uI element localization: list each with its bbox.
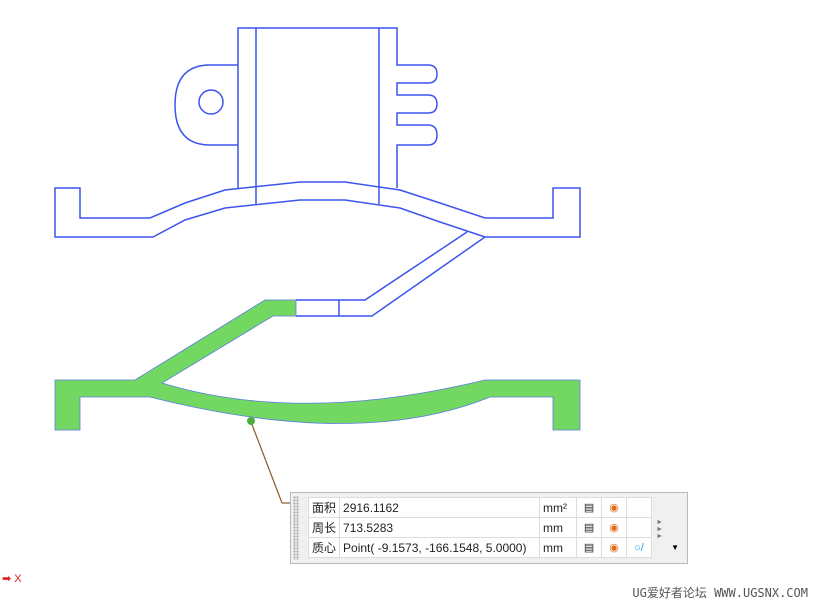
axis-label: X: [14, 573, 22, 585]
centroid-marker: [247, 417, 255, 425]
perimeter-label: 周长: [307, 517, 341, 538]
copy-icon[interactable]: ▤: [576, 537, 603, 558]
copy-icon[interactable]: ▤: [576, 497, 603, 518]
selected-region: [54, 299, 581, 431]
arrow-icon: ➡: [2, 573, 12, 585]
area-unit: mm²: [539, 497, 578, 518]
diagonal: [296, 231, 486, 317]
watermark: UG爱好者论坛 WWW.UGSNX.COM: [632, 586, 808, 600]
blue-edges: [54, 27, 581, 317]
centroid-value: Point( -9.1573, -166.1548, 5.0000): [339, 537, 541, 558]
area-label: 面积: [307, 497, 341, 518]
leader-line: [250, 421, 283, 504]
copy-icon[interactable]: ▤: [576, 517, 603, 538]
eye-icon[interactable]: ◉: [601, 517, 628, 538]
point-icon[interactable]: ○/: [626, 537, 653, 558]
dropdown-icon[interactable]: ▼: [671, 543, 679, 552]
perimeter-unit: mm: [539, 517, 578, 538]
area-value: 2916.1162: [339, 497, 541, 518]
centroid-label: 质心: [307, 537, 341, 558]
top-block: [174, 27, 438, 188]
eye-icon[interactable]: ◉: [601, 497, 628, 518]
upper-sheet: [54, 181, 581, 238]
hole: [198, 89, 224, 115]
centroid-unit: mm: [539, 537, 578, 558]
drag-handle[interactable]: [293, 496, 299, 560]
perimeter-value: 713.5283: [339, 517, 541, 538]
x-axis-triad: ➡ X: [2, 572, 22, 585]
expand-icon[interactable]: ►►►: [656, 519, 663, 540]
eye-icon[interactable]: ◉: [601, 537, 628, 558]
